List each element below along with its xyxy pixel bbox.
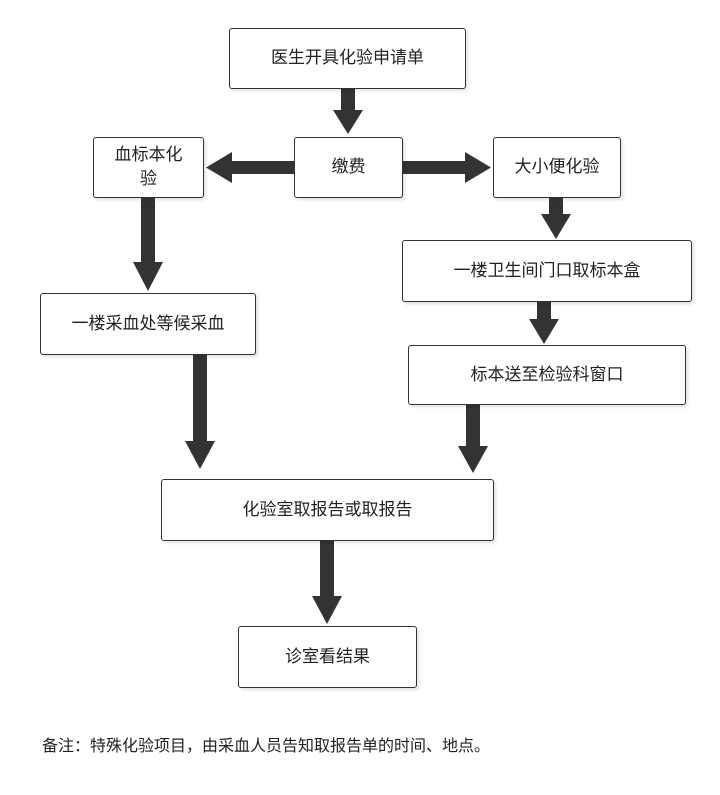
node-see-result-label: 诊室看结果 xyxy=(285,646,370,667)
node-pay: 缴费 xyxy=(294,137,403,198)
node-blood-test-label: 血标本化 验 xyxy=(114,144,183,189)
node-blood-draw-label: 一楼采血处等候采血 xyxy=(71,313,225,334)
arrow-send-to-report xyxy=(458,405,488,473)
arrow-urine-test-to-box xyxy=(541,198,571,239)
node-get-report-label: 化验室取报告或取报告 xyxy=(242,499,413,520)
node-urine-stool-test-label: 大小便化验 xyxy=(514,157,600,178)
arrow-blood-test-to-draw xyxy=(133,198,163,291)
node-blood-draw: 一楼采血处等候采血 xyxy=(40,293,256,355)
node-sample-box: 一楼卫生间门口取标本盒 xyxy=(402,240,692,302)
node-blood-test: 血标本化 验 xyxy=(93,137,204,198)
node-sample-box-label: 一楼卫生间门口取标本盒 xyxy=(453,260,641,281)
node-get-report: 化验室取报告或取报告 xyxy=(161,479,494,541)
node-see-result: 诊室看结果 xyxy=(238,626,417,688)
node-urine-stool-test: 大小便化验 xyxy=(493,137,621,198)
arrow-draw-to-report xyxy=(185,355,215,469)
node-doctor-order-label: 医生开具化验申请单 xyxy=(271,48,424,69)
footnote: 备注：特殊化验项目，由采血人员告知取报告单的时间、地点。 xyxy=(42,736,491,755)
node-pay-label: 缴费 xyxy=(331,157,366,178)
node-send-sample: 标本送至检验科窗口 xyxy=(408,345,686,405)
node-doctor-order: 医生开具化验申请单 xyxy=(229,28,466,89)
arrow-report-to-result xyxy=(312,541,342,624)
arrow-box-to-send xyxy=(529,302,559,344)
arrow-pay-to-blood-test xyxy=(206,152,294,183)
arrow-pay-to-urine-test xyxy=(403,152,491,183)
arrow-order-to-pay xyxy=(333,88,363,134)
node-send-sample-label: 标本送至检验科窗口 xyxy=(470,364,624,385)
